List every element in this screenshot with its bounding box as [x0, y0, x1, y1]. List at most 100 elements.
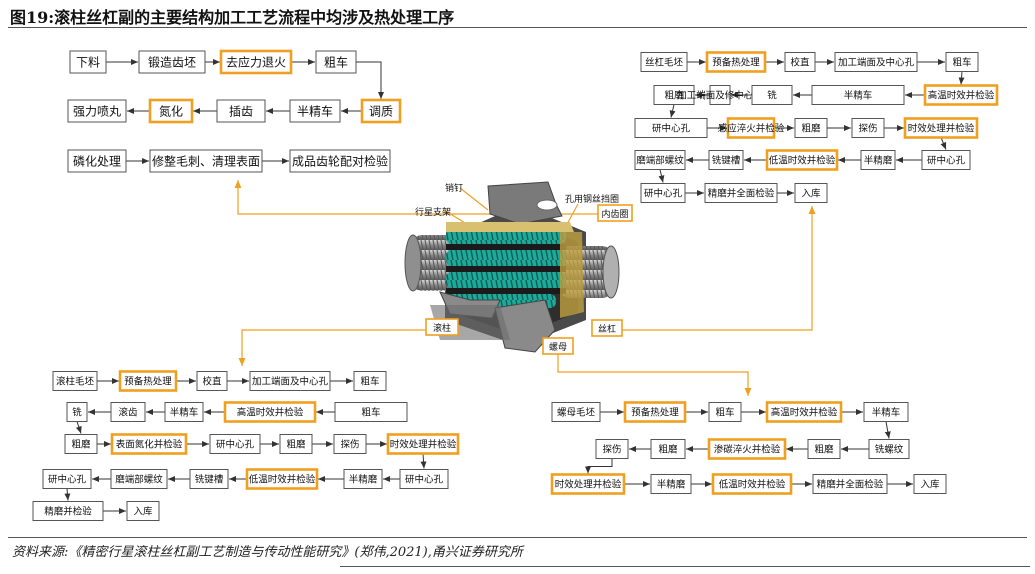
nut-step-label: 精磨并全面检验 [817, 478, 884, 490]
gear-step-box [216, 99, 266, 123]
roller-step-box [279, 434, 313, 454]
screw-step-label: 铣 [767, 89, 777, 101]
screw-step-label: 半精磨 [864, 154, 893, 166]
callout-line [238, 329, 432, 366]
screw-step-box [903, 117, 979, 139]
roller-step-label: 半精车 [170, 406, 199, 418]
gear-step-label: 下料 [76, 55, 100, 69]
gear-step-label: 强力喷丸 [73, 104, 121, 118]
process-diagram: 下料锻造齿坯去应力退火粗车强力喷丸氮化插齿半精车调质磷化处理修整毛刺、清理表面成… [32, 49, 999, 521]
roller-step-box [64, 434, 98, 454]
screw-step-label: 校直 [790, 56, 810, 68]
part-label-screw: 丝杠 [598, 323, 616, 335]
flow-arrow [940, 137, 947, 150]
nut-step-label: 高温时效并检验 [771, 406, 838, 418]
part-label-inner_ring_gear: 内齿圈 [601, 208, 628, 220]
screw-step-box [704, 183, 778, 203]
screw-step-box [653, 85, 695, 105]
roller-step-box [399, 469, 449, 489]
screw-step-box [708, 150, 744, 170]
nut-step-box [913, 474, 947, 494]
gear-step-label: 去应力退火 [226, 54, 286, 69]
nut-step-label: 螺母毛坯 [557, 406, 596, 418]
flow-arrow [884, 421, 891, 439]
gear-step-label: 插齿 [229, 104, 253, 118]
roller-step-label: 加工端面及中心孔 [252, 375, 329, 387]
nut-step-label: 粗磨 [814, 443, 834, 455]
screw-step-label: 半精车 [844, 89, 873, 101]
screw-step-label: 丝杠毛坯 [645, 56, 684, 68]
screw-step-box [709, 85, 731, 105]
roller-step-label: 入库 [133, 505, 153, 517]
nut-step-box [623, 401, 687, 423]
nut-step-label: 粗磨 [658, 443, 678, 455]
roller-step-box [353, 371, 387, 391]
nut-step-box [707, 438, 787, 460]
nut-step-box [868, 439, 910, 459]
screw-step-label: 研中心孔 [927, 154, 966, 166]
flow-arrow [585, 458, 613, 474]
flow-arrow [356, 61, 384, 99]
roller-step-box [32, 501, 104, 521]
screw-step-label: 预备热处理 [712, 56, 760, 68]
nut-step-box [711, 473, 793, 495]
screw-step-box [794, 118, 828, 138]
gear-step-box [67, 149, 127, 173]
screw-step-label: 粗磨 [664, 89, 684, 101]
screw-step-box [634, 150, 686, 170]
screw-step-box [834, 52, 918, 72]
nut-step-label: 预备热处理 [631, 406, 679, 418]
part-label-box [425, 318, 459, 336]
nut-step-label: 半精车 [872, 406, 901, 418]
screw-step-label: 精磨并全面检验 [708, 187, 775, 199]
nut-step-label: 铣螺纹 [875, 443, 904, 455]
roller-step-box [66, 402, 88, 422]
roller-step-label: 半精磨 [349, 473, 378, 485]
roller-step-label: 研中心孔 [216, 438, 255, 450]
flow-arrow [669, 104, 676, 118]
screw-step-box [811, 85, 905, 105]
screw-step-label: 入库 [801, 187, 821, 199]
part-label-roller: 滚柱 [433, 322, 451, 334]
flow-arrow [420, 453, 427, 469]
screw-step-box [765, 149, 839, 171]
flow-arrow [958, 71, 965, 85]
screw-step-box [921, 150, 971, 170]
nut-step-box [807, 439, 841, 459]
gear-step-label: 磷化处理 [73, 153, 121, 168]
roller-step-box [126, 501, 160, 521]
nut-step-box [550, 473, 626, 495]
screw-step-label: 高温时效并检验 [928, 89, 995, 101]
roller-step-label: 粗车 [360, 375, 379, 387]
nut-step-label: 半精磨 [657, 478, 686, 490]
roller-step-label: 粗磨 [286, 438, 306, 450]
roller-step-box [209, 434, 261, 454]
roller-step-label: 时效处理并检验 [390, 438, 457, 450]
roller-step-box [110, 469, 168, 489]
roller-step-label: 铣键槽 [195, 473, 224, 485]
figure-title: 图19:滚柱丝杠副的主要结构加工工艺流程中均涉及热处理工序 [10, 8, 455, 27]
screw-step-box [751, 85, 793, 105]
part-label-carrier: 行星支架 [415, 206, 451, 218]
roller-step-label: 预备热处理 [124, 375, 172, 387]
source-note: 资料来源:《精密行星滚柱丝杠副工艺制造与传动性能研究》(郑伟,2021),甬兴证… [12, 545, 523, 560]
gear-step-box [360, 98, 402, 124]
flow-arrow [658, 169, 665, 183]
nut-step-box [812, 474, 888, 494]
gear-step-label: 修整毛刺、清理表面 [152, 153, 260, 168]
screw-step-label: 感应淬火并检验 [718, 122, 785, 134]
part-label-box [597, 204, 633, 222]
gear-step-label: 半精车 [297, 103, 333, 118]
nut-step-box [650, 474, 692, 494]
callout-line [234, 180, 598, 215]
roller-step-label: 探伤 [340, 438, 359, 450]
gear-step-label: 调质 [369, 104, 393, 118]
screw-step-box [923, 84, 999, 106]
screw-step-box [851, 118, 885, 138]
roller-step-label: 粗磨 [71, 438, 91, 450]
roller-step-box [110, 402, 146, 422]
roller-step-box [189, 469, 229, 489]
nut-step-box [551, 402, 601, 422]
screw-step-box [945, 52, 979, 72]
part-label-box [542, 337, 574, 355]
